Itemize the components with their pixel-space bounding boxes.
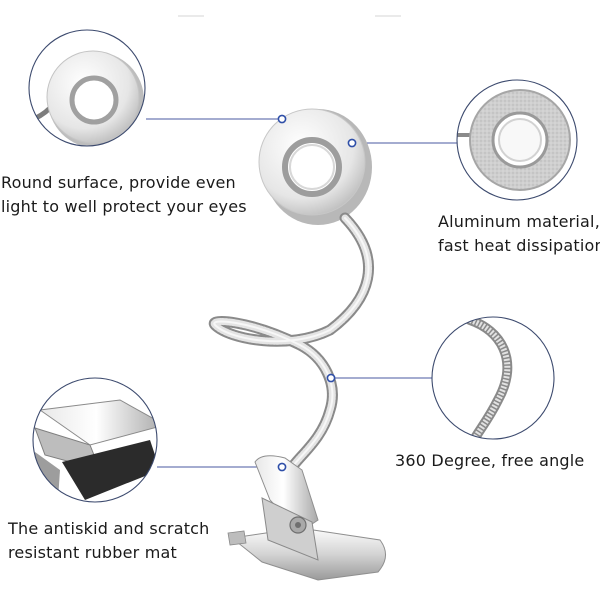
feature-label-round-surface: Round surface, provide even light to wel… bbox=[1, 171, 247, 219]
feature-label-line: 360 Degree, free angle bbox=[395, 451, 585, 470]
feature-label-line: fast heat dissipation bbox=[438, 236, 600, 255]
detail-circle-aluminum bbox=[456, 79, 578, 201]
spring-clip-base-icon bbox=[227, 455, 386, 581]
feature-label-line: Round surface, provide even bbox=[1, 173, 236, 192]
gooseneck-arm-icon bbox=[208, 212, 374, 476]
feature-label-line: resistant rubber mat bbox=[8, 543, 177, 562]
feature-label-rubber-mat: The antiskid and scratch resistant rubbe… bbox=[8, 517, 210, 565]
callout-dot-angle bbox=[326, 373, 336, 383]
feature-label-line: Aluminum material, bbox=[438, 212, 600, 231]
feature-label-aluminum: Aluminum material, fast heat dissipation bbox=[438, 210, 600, 258]
feature-label-angle: 360 Degree, free angle bbox=[395, 449, 584, 473]
detail-circle-rubber-mat bbox=[32, 377, 158, 503]
feature-label-line: light to well protect your eyes bbox=[1, 197, 247, 216]
detail-circle-gooseneck bbox=[431, 316, 555, 440]
detail-circle-round-surface bbox=[28, 29, 146, 147]
led-ring-lamp-head-icon bbox=[258, 108, 372, 225]
callout-dot-round bbox=[277, 114, 287, 124]
callout-dot-aluminum bbox=[347, 138, 357, 148]
callout-dot-mat bbox=[277, 462, 287, 472]
feature-label-line: The antiskid and scratch bbox=[8, 519, 210, 538]
callout-dots bbox=[277, 114, 357, 472]
